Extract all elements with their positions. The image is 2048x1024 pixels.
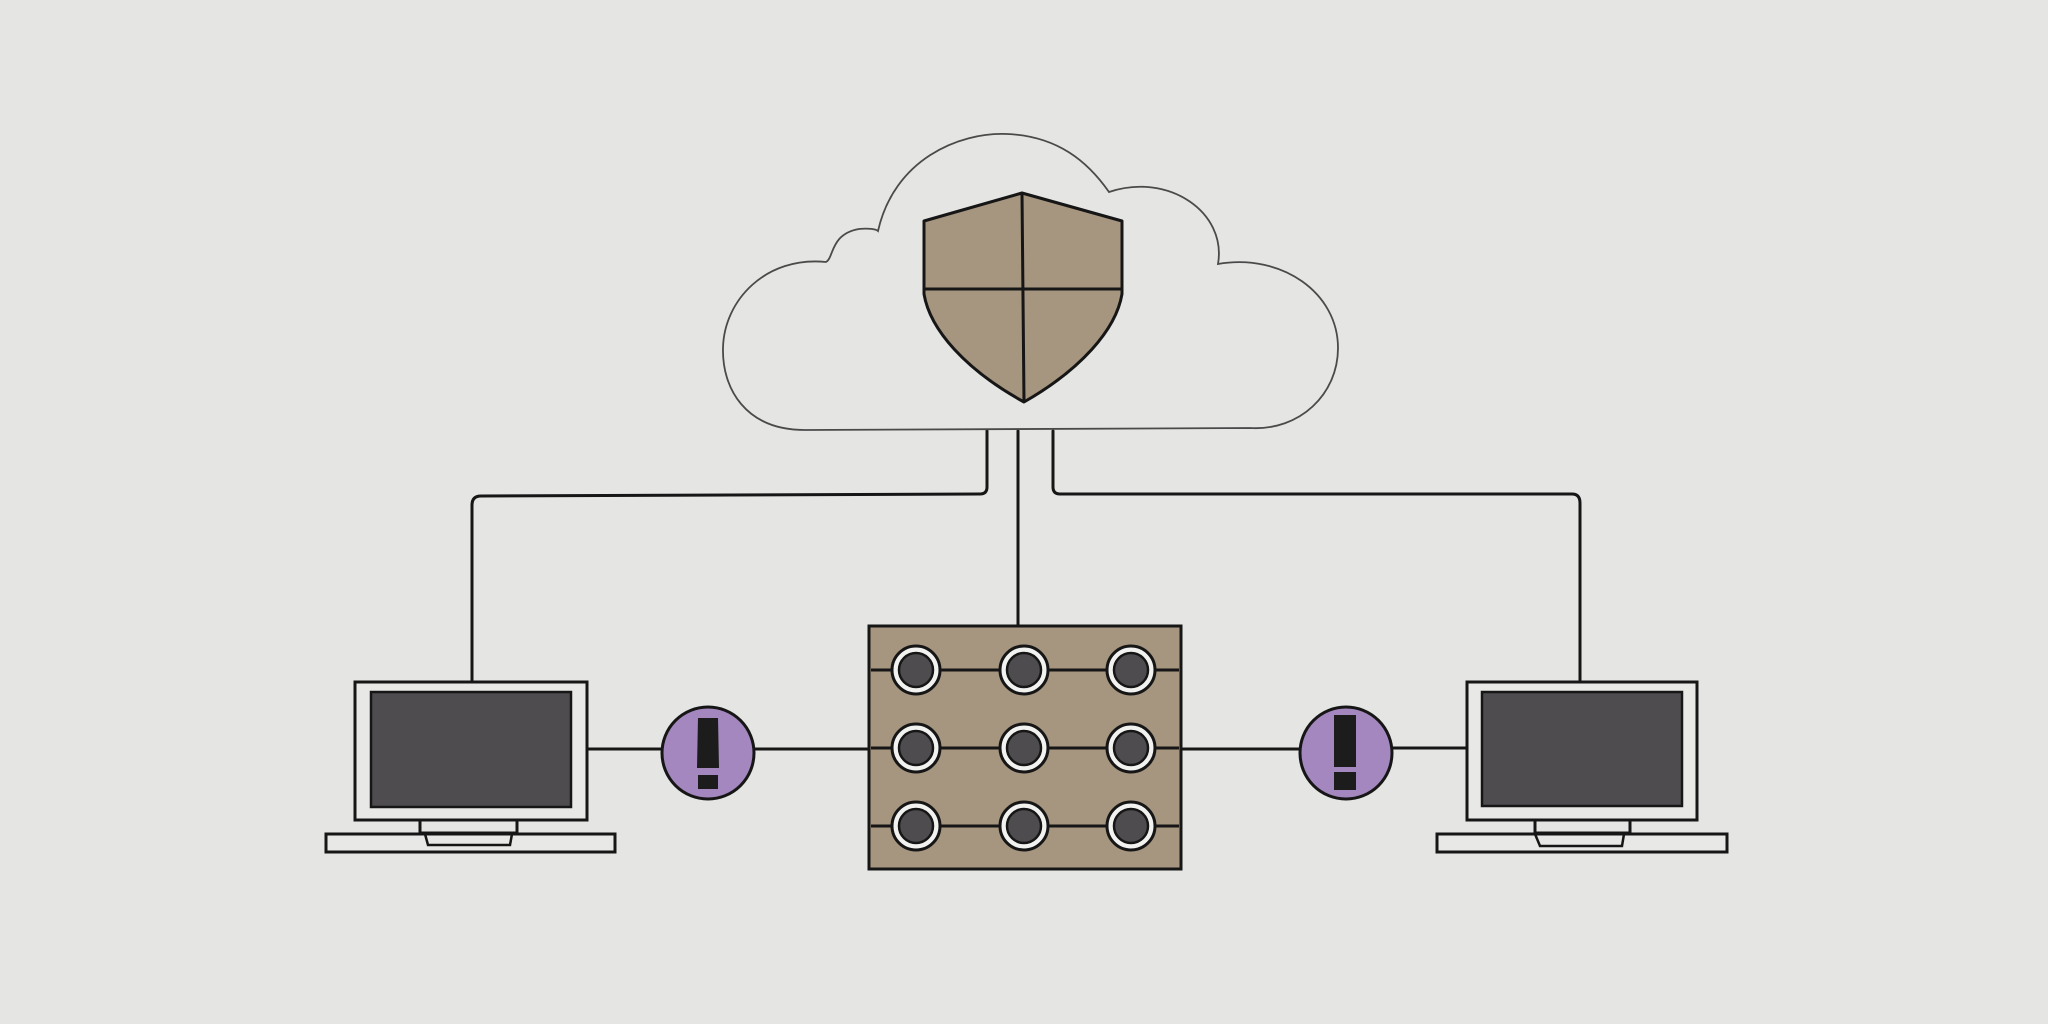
connectors bbox=[470, 429, 1582, 751]
laptop-right-base bbox=[1435, 832, 1729, 854]
server-port bbox=[998, 800, 1050, 852]
server-port bbox=[998, 644, 1050, 696]
edge-cloud-to-laptop-right bbox=[1051, 429, 1582, 683]
server-port bbox=[890, 800, 942, 852]
server-port bbox=[998, 722, 1050, 774]
laptop-right bbox=[1435, 680, 1729, 854]
alert-left bbox=[660, 705, 756, 801]
alert-right bbox=[1298, 705, 1394, 801]
shield-icon bbox=[922, 191, 1124, 404]
laptop-right-screen bbox=[1480, 690, 1684, 808]
exclamation-icon bbox=[1334, 715, 1356, 790]
laptop-left-screen bbox=[369, 690, 573, 809]
laptop-right-trackpad bbox=[1533, 833, 1626, 848]
edge-cloud-to-laptop-left bbox=[470, 429, 989, 682]
exclamation-icon bbox=[697, 718, 719, 789]
server-port bbox=[1105, 800, 1157, 852]
server-rack-icon bbox=[867, 624, 1183, 871]
server-port bbox=[1105, 722, 1157, 774]
server-port bbox=[890, 722, 942, 774]
server-port bbox=[1105, 644, 1157, 696]
laptop-left bbox=[324, 680, 617, 854]
server-port bbox=[890, 644, 942, 696]
laptop-left-base bbox=[324, 832, 617, 854]
laptop-left-trackpad bbox=[423, 833, 514, 847]
